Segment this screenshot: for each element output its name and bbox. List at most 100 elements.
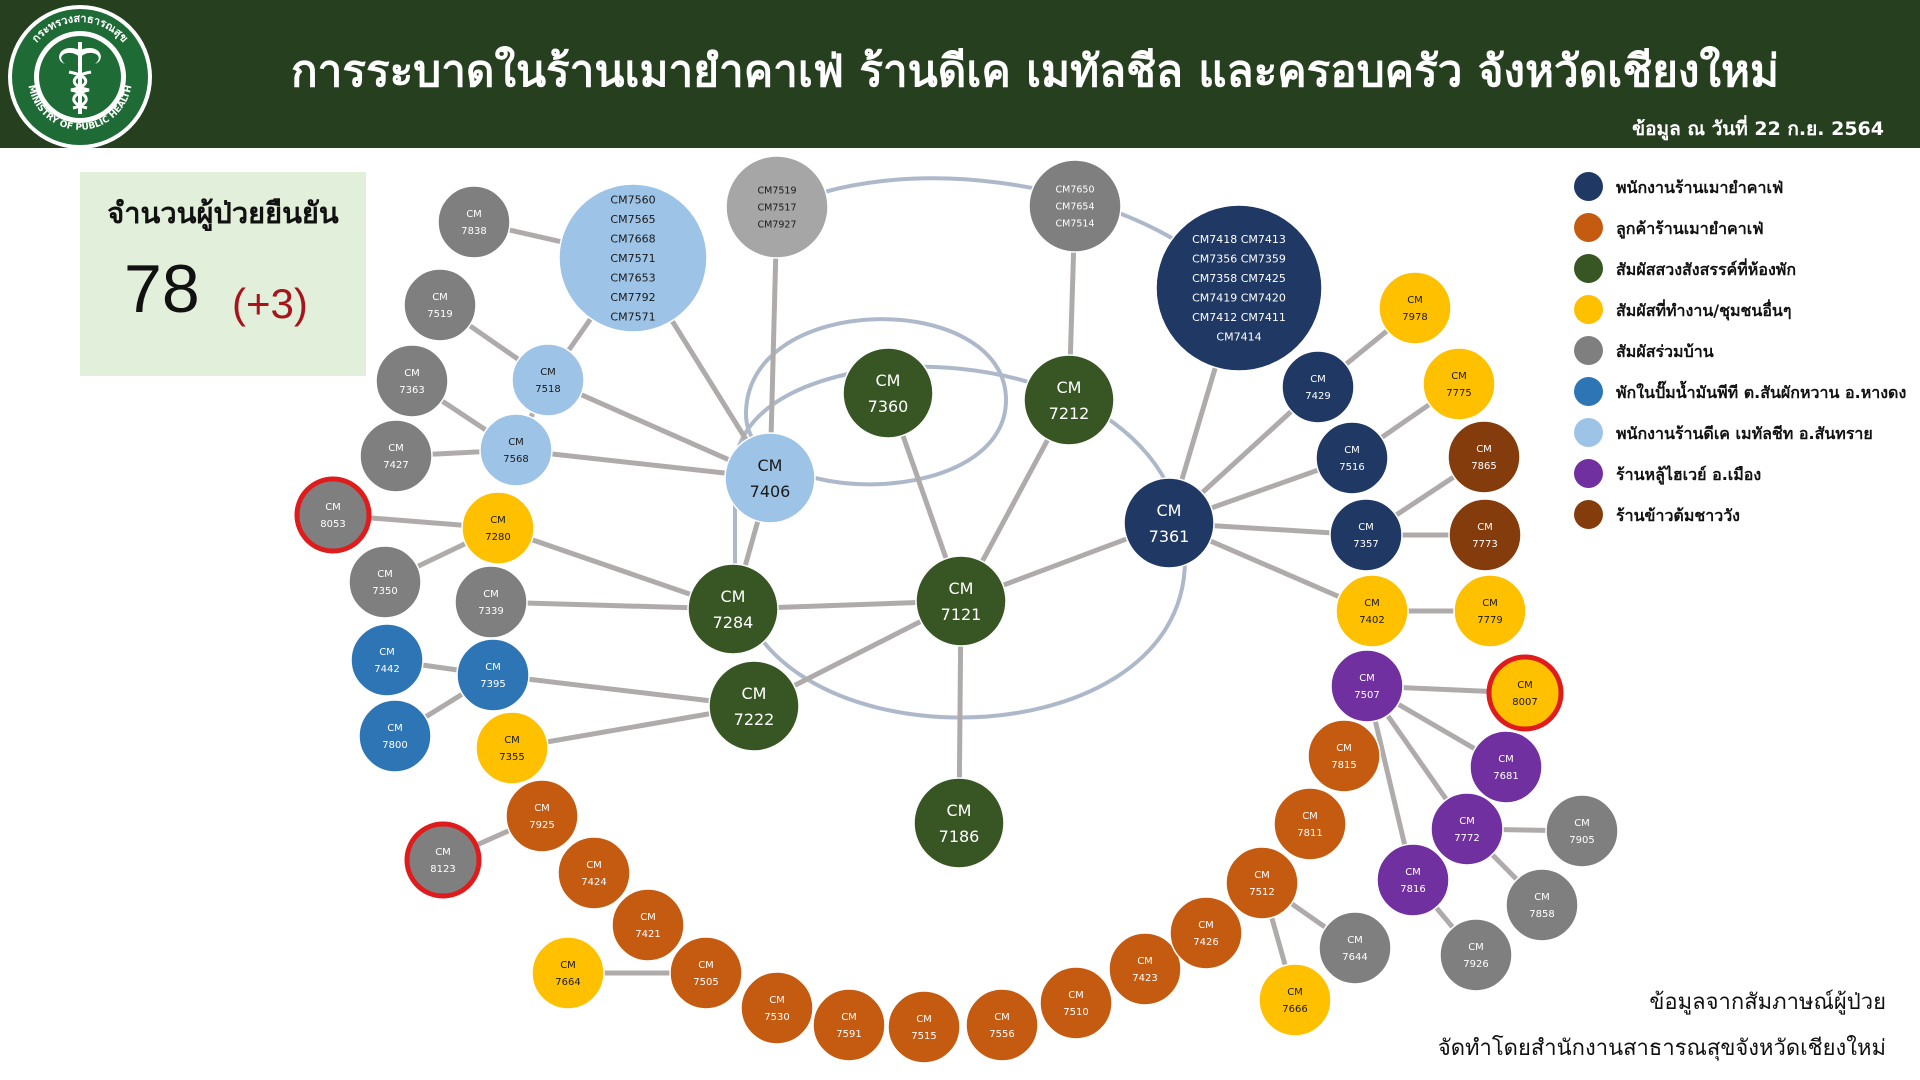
case-node-label: 7507 <box>1354 690 1379 701</box>
case-node-label: 7426 <box>1193 937 1218 948</box>
case-node-circle <box>812 988 886 1062</box>
case-node-label: CM <box>841 1012 857 1023</box>
case-node-circle <box>740 971 814 1045</box>
case-node-label: 7838 <box>461 226 486 237</box>
case-node-label: CM <box>1574 818 1590 829</box>
case-node-label: CM <box>947 801 972 820</box>
legend-item-cafe-customer: ลูกค้าร้านเมายำคาเฟ่ <box>1574 211 1914 252</box>
case-node-label: CM <box>1198 920 1214 931</box>
case-node-circle <box>1448 498 1522 572</box>
case-node-label: 7284 <box>713 613 754 632</box>
case-node-label: 7816 <box>1400 884 1425 895</box>
case-node-label: CM <box>388 443 404 454</box>
case-node-label: CM <box>1336 743 1352 754</box>
legend-label: พักในปั๊มน้ำมันพีที ต.สันผักหวาน อ.หางดง <box>1616 383 1907 402</box>
case-node-label: 7530 <box>764 1012 789 1023</box>
case-node-label: 7423 <box>1132 973 1157 984</box>
case-node-label: CM <box>758 456 783 475</box>
case-node-label: CM7571 <box>610 252 655 265</box>
ministry-seal-logo: กระทรวงสาธารณสุข MINISTRY OF PUBLIC HEAL… <box>8 5 152 149</box>
case-node-label: 7815 <box>1331 760 1356 771</box>
case-node-label: CM <box>1359 673 1375 684</box>
legend-swatch <box>1574 418 1603 447</box>
case-node-circle <box>403 268 477 342</box>
case-node-label: CM <box>698 960 714 971</box>
case-node-label: 7280 <box>485 532 510 543</box>
legend-label: พนักงานร้านดีเค เมทัลชีท อ.สันทราย <box>1616 424 1873 443</box>
case-node-circle <box>1329 498 1403 572</box>
case-node-label: CM <box>325 502 341 513</box>
case-node-label: CM7419 CM7420 <box>1192 292 1286 305</box>
case-node-label: 7772 <box>1454 833 1479 844</box>
case-node-label: CM <box>769 995 785 1006</box>
case-node-circle <box>1505 868 1579 942</box>
case-node-circle <box>1335 574 1409 648</box>
case-node-7507: CM 7507 <box>1330 649 1404 723</box>
case-node-label: 7925 <box>529 820 554 831</box>
case-node-circle <box>461 491 535 565</box>
case-node-label: CM <box>1534 892 1550 903</box>
case-node-label: 7222 <box>734 710 775 729</box>
case-node-label: CM7356 CM7359 <box>1192 253 1286 266</box>
case-node-circle <box>965 988 1039 1062</box>
case-node-7284: CM 7284 <box>687 563 779 655</box>
case-node-circle <box>1023 354 1115 446</box>
case-node-label: CM <box>483 589 499 600</box>
case-node-circle <box>531 936 605 1010</box>
case-node-label: CM <box>1407 295 1423 306</box>
case-node-circle <box>842 347 934 439</box>
case-node-circle <box>1258 963 1332 1037</box>
case-node-label: CM <box>994 1012 1010 1023</box>
case-node-label: CM7358 CM7425 <box>1192 272 1286 285</box>
case-node-circle <box>887 990 961 1064</box>
case-node-circle <box>456 638 530 712</box>
confirmed-count-total: 78 <box>124 251 200 327</box>
case-node-label: 7800 <box>382 740 407 751</box>
case-node-circle <box>350 623 424 697</box>
case-node-label: CM <box>721 587 746 606</box>
case-node-label: 7591 <box>836 1029 861 1040</box>
case-node-circle <box>1430 792 1504 866</box>
case-node-circle <box>725 155 829 259</box>
case-node-label: CM7517 <box>757 202 796 213</box>
case-node-circle <box>1028 159 1122 253</box>
case-node-label: 7421 <box>635 929 660 940</box>
legend-item-hotpot: ร้านหลู้ไฮเวย์ อ.เมือง <box>1574 457 1914 498</box>
case-node-label: 8053 <box>320 519 345 530</box>
case-node-label: 7424 <box>581 877 606 888</box>
case-node-label: CM <box>1137 956 1153 967</box>
case-node-circle <box>1307 719 1381 793</box>
case-node-label: CM7414 <box>1216 331 1261 344</box>
case-node-label: CM <box>540 367 556 378</box>
page-title: การระบาดในร้านเมายำคาเฟ่ ร้านดีเค เมทัลช… <box>291 46 1779 97</box>
case-node-circle <box>558 183 708 333</box>
case-node-circle <box>1169 896 1243 970</box>
case-node-label: 7402 <box>1359 615 1384 626</box>
case-node-circle <box>1453 574 1527 648</box>
case-node-label: CM7927 <box>757 219 796 230</box>
case-node-circle <box>1439 918 1513 992</box>
nodes-layer: CM7406CM7560CM7565CM7668CM7571CM7653CM77… <box>294 155 1619 1064</box>
credit-note: จัดทำโดยสำนักงานสาธารณสุขจังหวัดเชียงใหม… <box>1437 1036 1886 1061</box>
case-node-circle <box>358 699 432 773</box>
case-node-label: CM <box>876 371 901 390</box>
case-node-label: 7406 <box>750 482 791 501</box>
case-node-label: CM7654 <box>1055 201 1094 212</box>
case-node-7426: CM 7426 <box>1169 896 1243 970</box>
case-node-label: CM <box>1344 445 1360 456</box>
